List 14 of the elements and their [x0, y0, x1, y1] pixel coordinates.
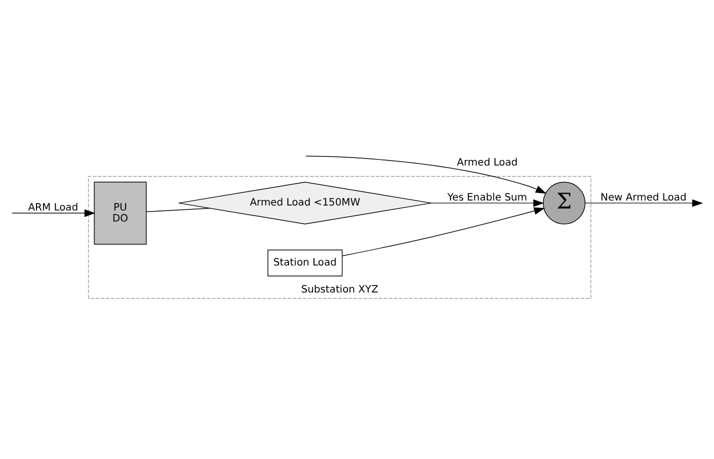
connector: [146, 207, 210, 212]
arrow: [431, 198, 544, 206]
node-diamond: Armed Load <150MW: [178, 181, 432, 224]
edge-label: Yes Enable Sum: [447, 192, 528, 203]
arrow: [12, 208, 96, 216]
arrow: [306, 155, 546, 194]
arrow: [584, 198, 704, 206]
node-circle: Σ: [542, 181, 586, 224]
edge-label: New Armed Load: [600, 192, 687, 203]
arrow: [342, 206, 545, 256]
edge-label: ARM Load: [28, 202, 78, 213]
node-box: Station Load: [268, 249, 343, 276]
edge-label: Armed Load: [456, 157, 518, 168]
node-box: PU DO: [94, 181, 147, 244]
